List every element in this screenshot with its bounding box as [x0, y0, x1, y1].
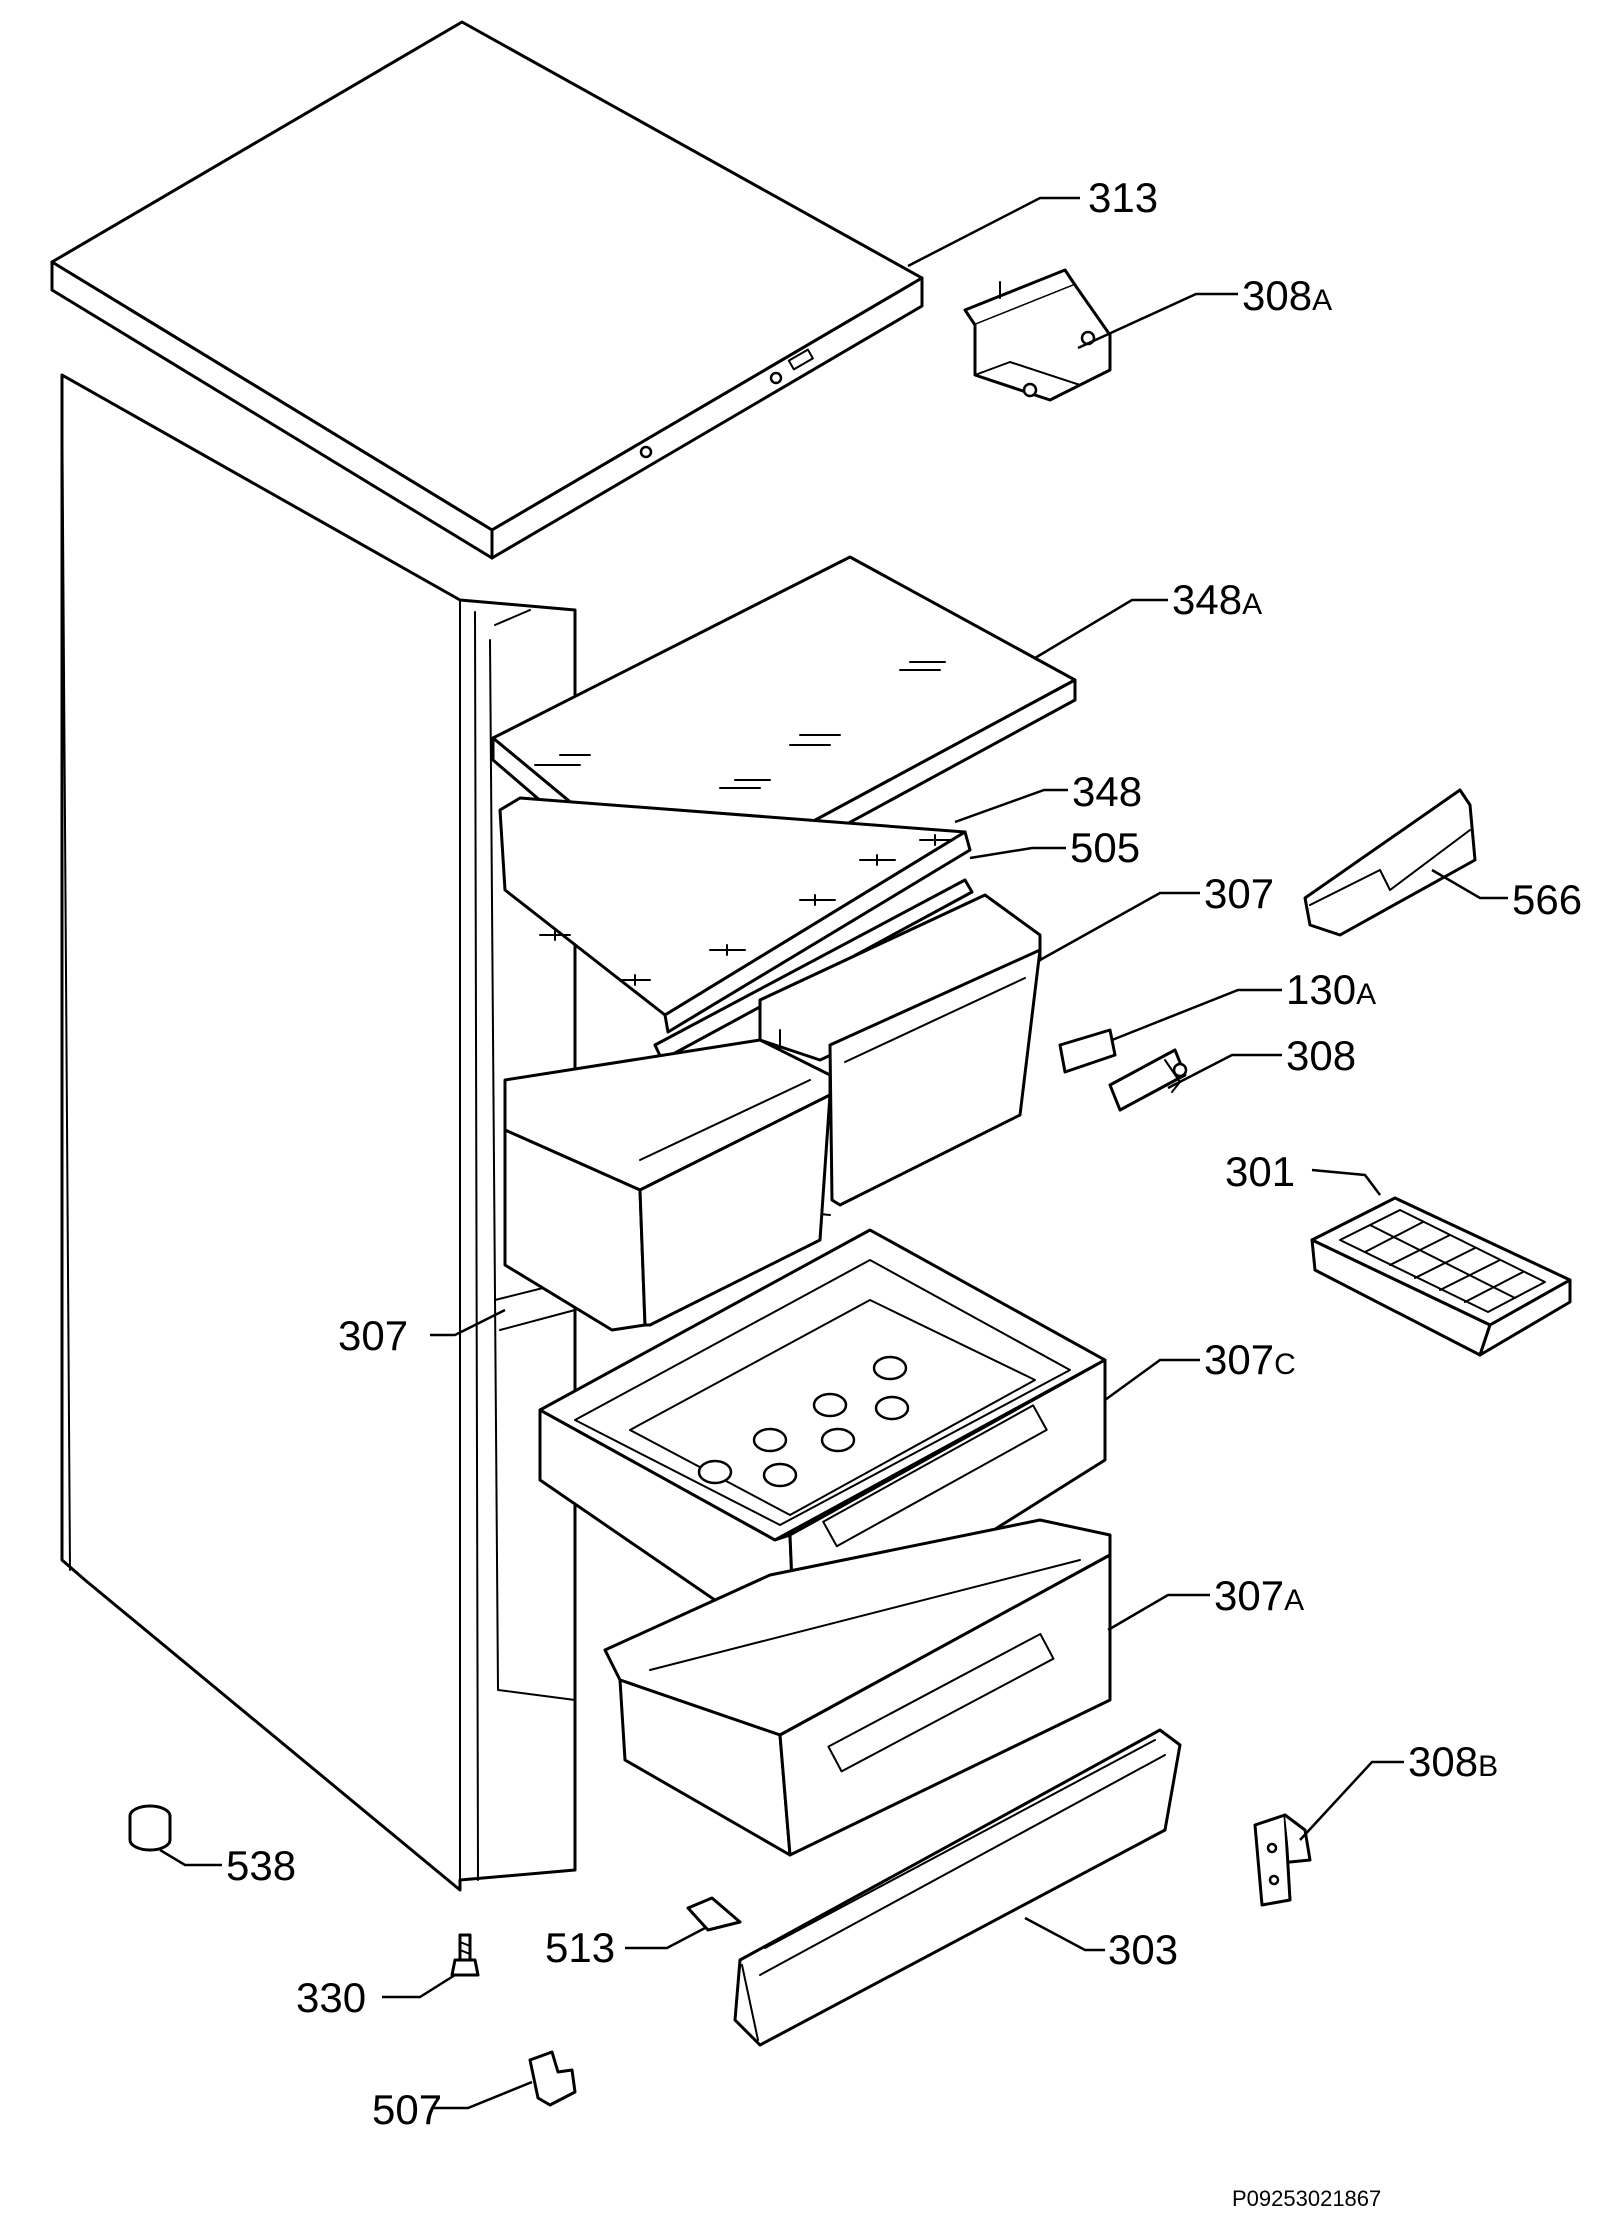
part-566: [1303, 788, 1477, 937]
svg-text:307: 307: [338, 1312, 408, 1359]
svg-text:307A: 307A: [1214, 1572, 1304, 1619]
callout-313: 313: [1088, 174, 1158, 221]
callout-number: 330: [296, 1974, 366, 2021]
callout-330: 330: [296, 1974, 366, 2021]
svg-text:538: 538: [226, 1842, 296, 1889]
foot-538: [128, 1804, 172, 1852]
drawer-307-left: [503, 1038, 832, 1332]
callout-number: 303: [1108, 1926, 1178, 1973]
callout-number: 307: [1204, 1336, 1274, 1383]
callout-538: 538: [226, 1842, 296, 1889]
callout-number: 307: [338, 1312, 408, 1359]
callout-number: 308: [1286, 1032, 1356, 1079]
callout-348a: 348A: [1172, 576, 1262, 623]
bracket-507: [528, 2050, 577, 2107]
callout-suffix: A: [1242, 588, 1262, 621]
door-shelf-303: [733, 1728, 1182, 2047]
top-hinge: [963, 268, 1112, 402]
svg-text:566: 566: [1512, 876, 1582, 923]
svg-text:313: 313: [1088, 174, 1158, 221]
glass-shelf-348: [498, 796, 972, 1034]
callout-566: 566: [1512, 876, 1582, 923]
callout-number: 307: [1204, 870, 1274, 917]
drawing-reference-code: P09253021867: [1232, 2186, 1381, 2211]
svg-text:301: 301: [1225, 1148, 1295, 1195]
callout-308a: 308A: [1242, 272, 1332, 319]
hinge-308b: [1253, 1813, 1312, 1907]
callout-number: 313: [1088, 174, 1158, 221]
callout-number: 507: [372, 2086, 442, 2133]
svg-text:330: 330: [296, 1974, 366, 2021]
svg-text:513: 513: [545, 1924, 615, 1971]
callout-307-left: 307: [338, 1312, 408, 1359]
svg-text:307: 307: [1204, 870, 1274, 917]
hinge-308: [1108, 1048, 1188, 1112]
callout-513: 513: [545, 1924, 615, 1971]
callout-number: 538: [226, 1842, 296, 1889]
callout-number: 301: [1225, 1148, 1295, 1195]
callout-307a: 307A: [1214, 1572, 1304, 1619]
callout-number: 566: [1512, 876, 1582, 923]
svg-text:307C: 307C: [1204, 1336, 1296, 1383]
callout-suffix: A: [1284, 1584, 1304, 1617]
callout-number: 130: [1286, 966, 1356, 1013]
clip-513: [686, 1896, 742, 1932]
callout-507: 507: [372, 2086, 442, 2133]
top-cover: [50, 20, 924, 560]
callout-307-right: 307: [1204, 870, 1274, 917]
callout-suffix: A: [1356, 978, 1376, 1011]
callout-308: 308: [1286, 1032, 1356, 1079]
part-130a: [1058, 1028, 1117, 1074]
callout-number: 308: [1242, 272, 1312, 319]
svg-text:505: 505: [1070, 824, 1140, 871]
drawer-307a: [603, 1518, 1112, 1857]
svg-text:308A: 308A: [1242, 272, 1332, 319]
svg-text:130A: 130A: [1286, 966, 1376, 1013]
callout-301: 301: [1225, 1148, 1295, 1195]
svg-text:348A: 348A: [1172, 576, 1262, 623]
callout-number: 348: [1072, 768, 1142, 815]
callout-number: 348: [1172, 576, 1242, 623]
callout-number: 505: [1070, 824, 1140, 871]
leader-lines: [159, 196, 1508, 2110]
svg-text:348: 348: [1072, 768, 1142, 815]
callout-suffix: C: [1274, 1348, 1296, 1381]
callout-303: 303: [1108, 1926, 1178, 1973]
callout-number: 307: [1214, 1572, 1284, 1619]
svg-text:308: 308: [1286, 1032, 1356, 1079]
svg-text:303: 303: [1108, 1926, 1178, 1973]
callout-number: 513: [545, 1924, 615, 1971]
callout-307c: 307C: [1204, 1336, 1296, 1383]
callout-number: 308: [1408, 1738, 1478, 1785]
callout-348: 348: [1072, 768, 1142, 815]
ice-tray-301: [1310, 1196, 1572, 1357]
callout-suffix: A: [1312, 284, 1332, 317]
callout-308b: 308B: [1408, 1738, 1498, 1785]
cabinet-body: [60, 373, 577, 1892]
callout-130a: 130A: [1286, 966, 1376, 1013]
screw-330: [450, 1933, 480, 1977]
svg-text:507: 507: [372, 2086, 442, 2133]
callout-505: 505: [1070, 824, 1140, 871]
callout-suffix: B: [1478, 1750, 1498, 1783]
svg-text:308B: 308B: [1408, 1738, 1498, 1785]
